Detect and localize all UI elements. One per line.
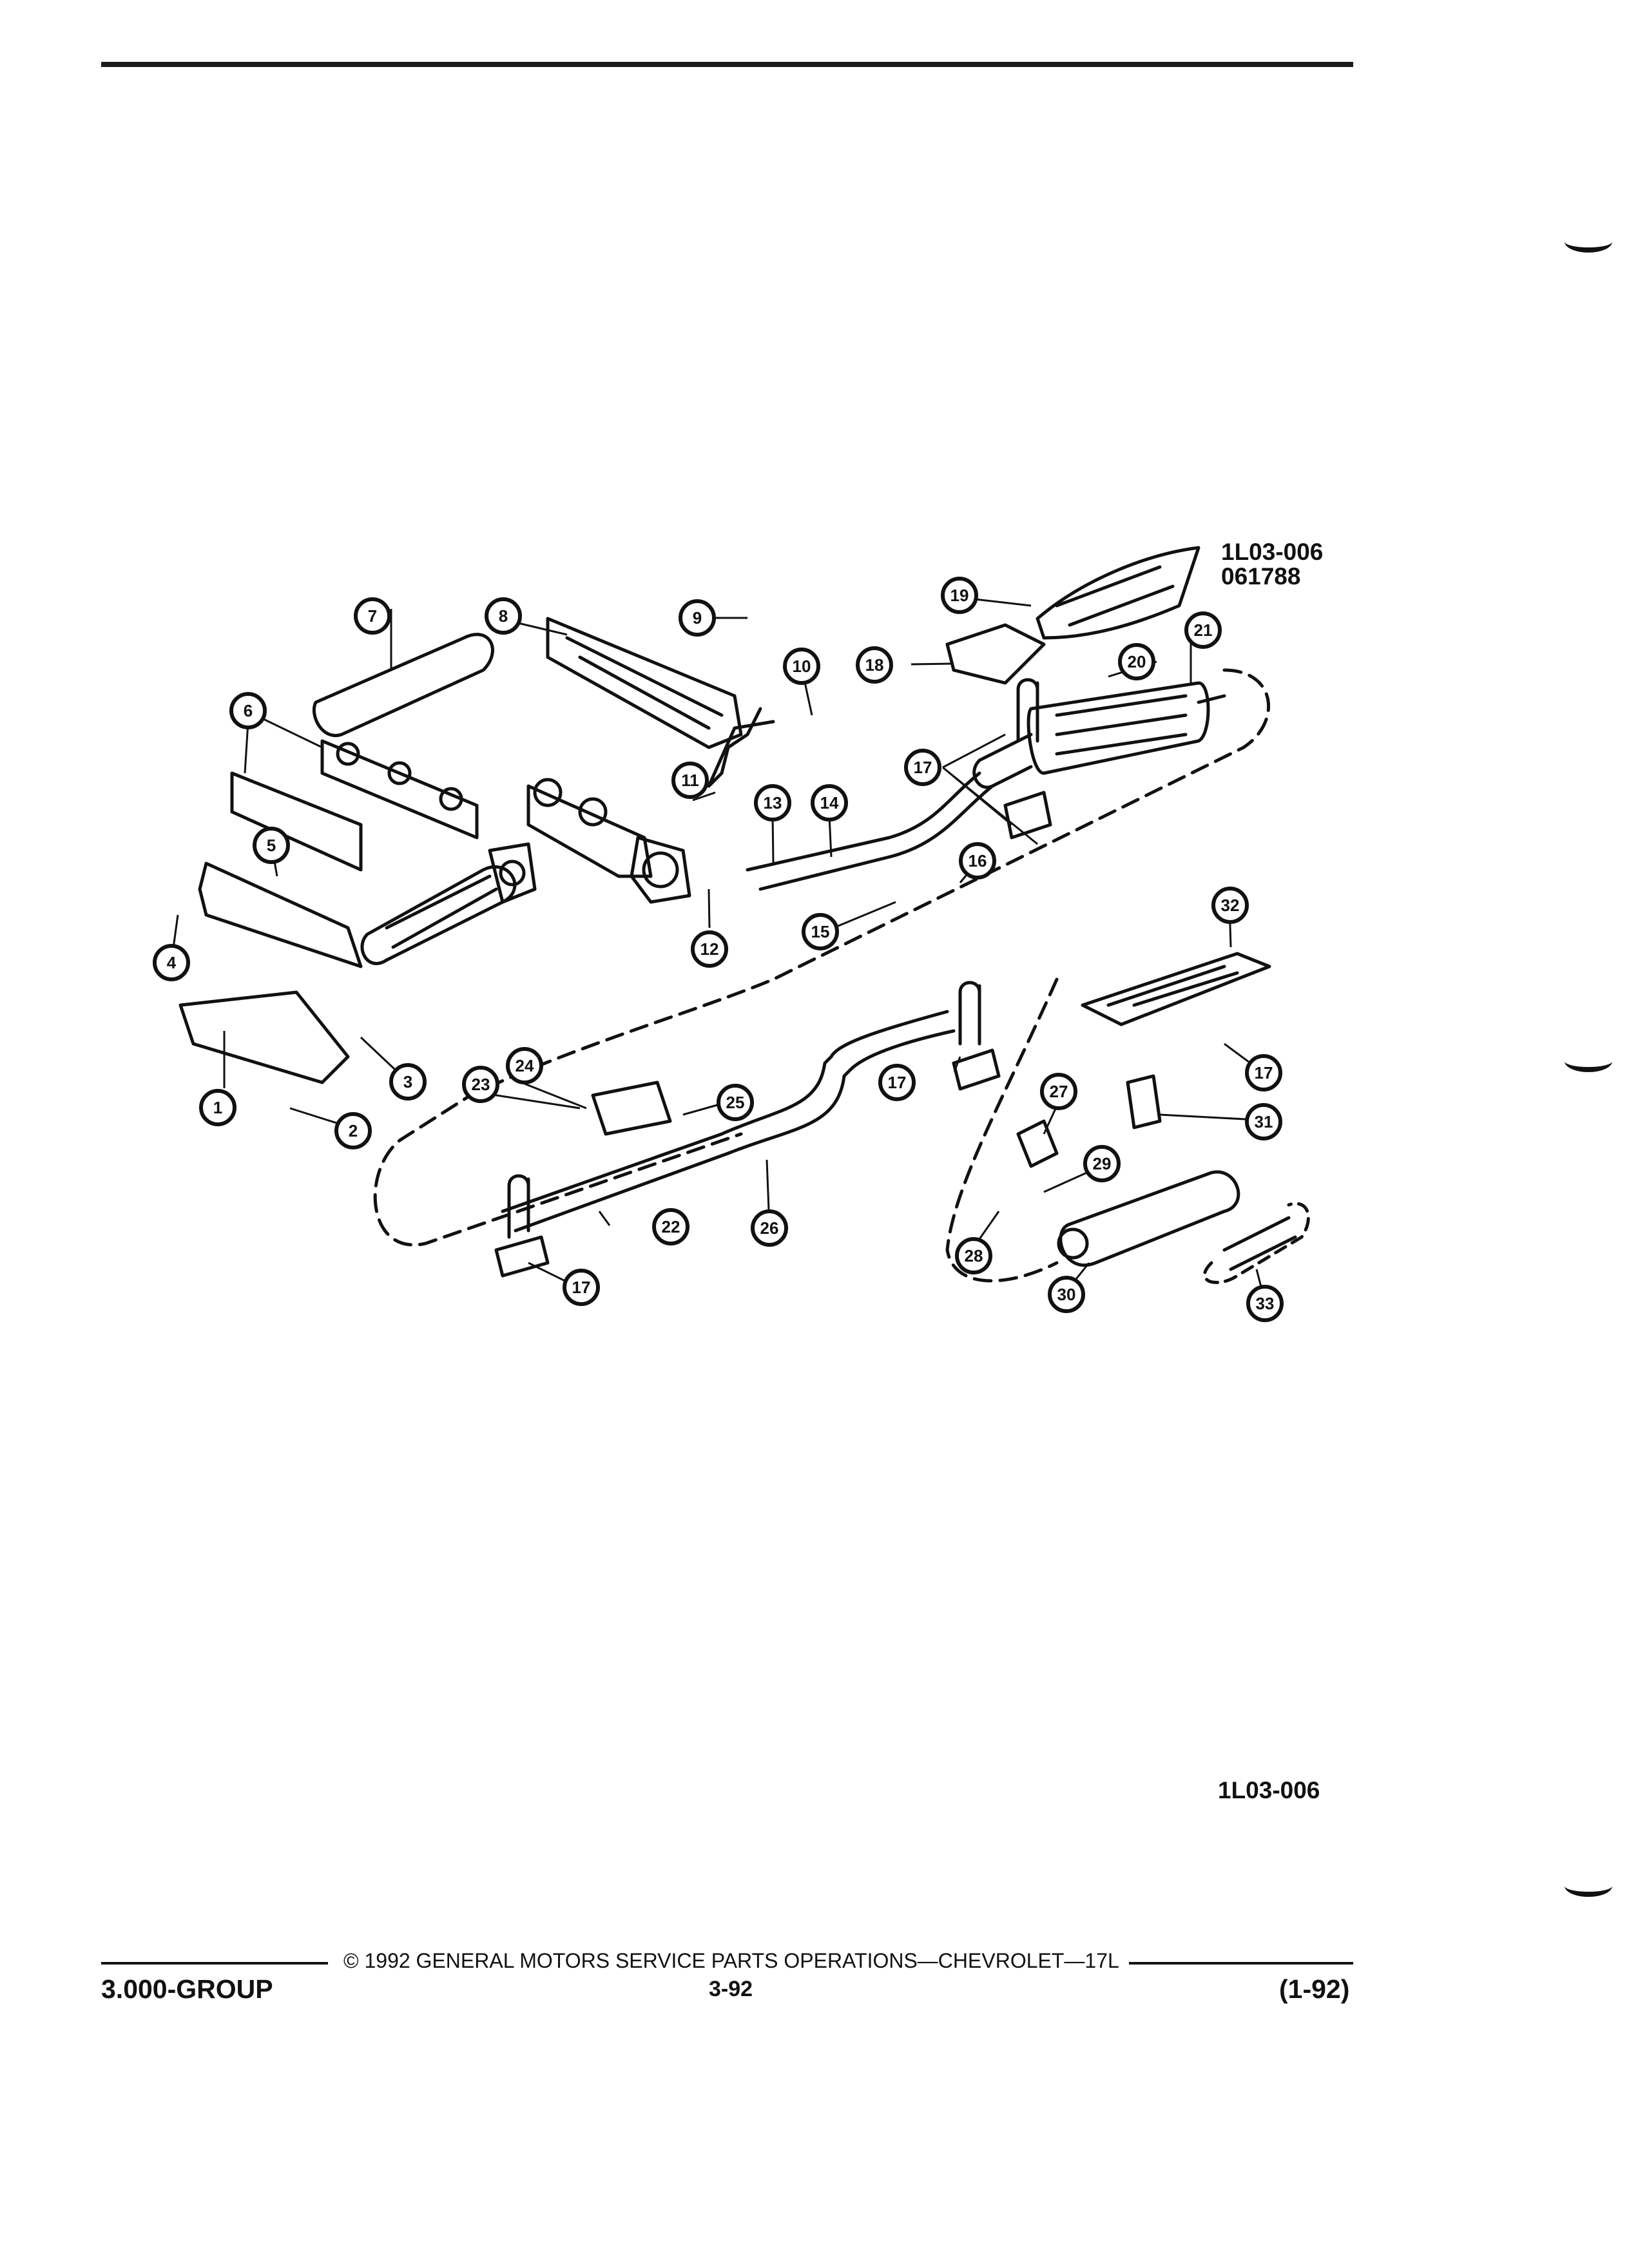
- clamp-saddle-mid: [952, 1048, 1001, 1091]
- top-rule: [101, 62, 1353, 67]
- callout-9: 9: [679, 599, 716, 637]
- callout-31: 31: [1245, 1103, 1282, 1140]
- callout-16: 16: [959, 842, 996, 879]
- callout-22: 22: [652, 1208, 689, 1245]
- callout-5: 5: [253, 827, 290, 864]
- clamp-saddle-upper: [1003, 791, 1052, 840]
- figure-id-bottom: 1L03-006: [1218, 1777, 1320, 1803]
- front-pipe-outline: [373, 668, 1271, 1247]
- callout-24: 24: [506, 1047, 543, 1084]
- callout-32: 32: [1211, 887, 1249, 924]
- exhaust-manifold-lower: [526, 784, 653, 878]
- callout-12: 12: [691, 930, 728, 968]
- footer-edition: (1-92): [1279, 1974, 1350, 2004]
- callout-27: 27: [1040, 1073, 1077, 1110]
- callout-20-lower: 17: [1245, 1054, 1282, 1091]
- lower-heat-shield: [945, 623, 1046, 685]
- callout-26: 26: [751, 1209, 788, 1247]
- u-bolt-clamp-upper: [1016, 678, 1039, 743]
- exhaust-manifold-upper: [546, 617, 743, 749]
- callout-3: 3: [389, 1063, 427, 1100]
- callout-1: 1: [199, 1089, 236, 1126]
- figure-id-top: 1L03-006: [1221, 539, 1324, 565]
- callout-17-mid: 17: [878, 1064, 916, 1101]
- callout-11: 11: [671, 762, 709, 799]
- footer-page-number: 3-92: [709, 1977, 753, 2001]
- hanger-27: [1016, 1119, 1059, 1168]
- callout-4: 4: [153, 944, 190, 981]
- callout-23: 23: [462, 1066, 499, 1103]
- callout-28: 28: [955, 1237, 992, 1274]
- muffler-enclosure-outline: [945, 977, 1059, 1283]
- callout-7: 7: [354, 597, 391, 635]
- callout-10: 10: [783, 648, 820, 685]
- catalytic-converter-heat-shield: [1036, 546, 1200, 640]
- callout-21: 21: [1184, 611, 1222, 649]
- binder-tab-mark: [1565, 1050, 1612, 1072]
- converter-inlet-pipe: [972, 733, 1033, 789]
- u-bolt-clamp-mid: [958, 981, 981, 1046]
- callout-25: 25: [717, 1084, 754, 1121]
- u-bolt-clamp-lower: [507, 1174, 530, 1239]
- tailpipe-33: [1222, 1216, 1297, 1271]
- muffler-30: [1059, 1170, 1240, 1267]
- clamp-saddle-lower: [494, 1235, 550, 1278]
- tailpipe-outline: [1202, 1202, 1310, 1284]
- callout-14: 14: [811, 784, 848, 822]
- oxygen-sensor-10: [707, 707, 775, 788]
- callout-8: 8: [485, 597, 522, 635]
- callout-19: 19: [941, 577, 978, 614]
- front-catalytic-converter: [360, 865, 517, 965]
- hanger-31: [1126, 1074, 1162, 1129]
- callout-13: 13: [754, 784, 791, 822]
- manifold-heat-shield-7: [312, 633, 494, 738]
- callout-15: 15: [802, 913, 839, 950]
- callout-17-lower: 17: [563, 1269, 600, 1306]
- footer-copyright: © 1992 GENERAL MOTORS SERVICE PARTS OPER…: [343, 1949, 1119, 1972]
- converter-flange: [488, 842, 537, 904]
- manifold-gasket-6: [230, 739, 479, 872]
- callout-2: 2: [334, 1112, 372, 1149]
- callout-20-upper: 20: [1118, 643, 1155, 680]
- footer-rule-right: [1129, 1962, 1353, 1965]
- rear-pipe-26: [501, 1010, 956, 1233]
- footer-group: 3.000-GROUP: [101, 1974, 273, 2004]
- catalytic-converter: [1027, 681, 1210, 775]
- crossover-flange-12: [630, 836, 691, 904]
- footer-rule-left: [101, 1962, 328, 1965]
- binder-tab-mark: [1565, 231, 1612, 253]
- figure-date-code: 061788: [1221, 563, 1301, 590]
- muffler-heat-shield-32: [1081, 952, 1271, 1026]
- callout-33: 33: [1246, 1285, 1284, 1322]
- heat-shield-1: [178, 990, 350, 1084]
- callout-29: 29: [1083, 1145, 1121, 1182]
- binder-tab-mark: [1565, 1875, 1612, 1897]
- callout-30: 30: [1048, 1276, 1085, 1313]
- callout-18: 18: [856, 646, 893, 684]
- callout-6: 6: [229, 692, 267, 729]
- hanger-bracket-24: [591, 1081, 672, 1136]
- callout-17-upper: 17: [904, 749, 941, 786]
- manifold-heat-shield-5: [198, 861, 363, 968]
